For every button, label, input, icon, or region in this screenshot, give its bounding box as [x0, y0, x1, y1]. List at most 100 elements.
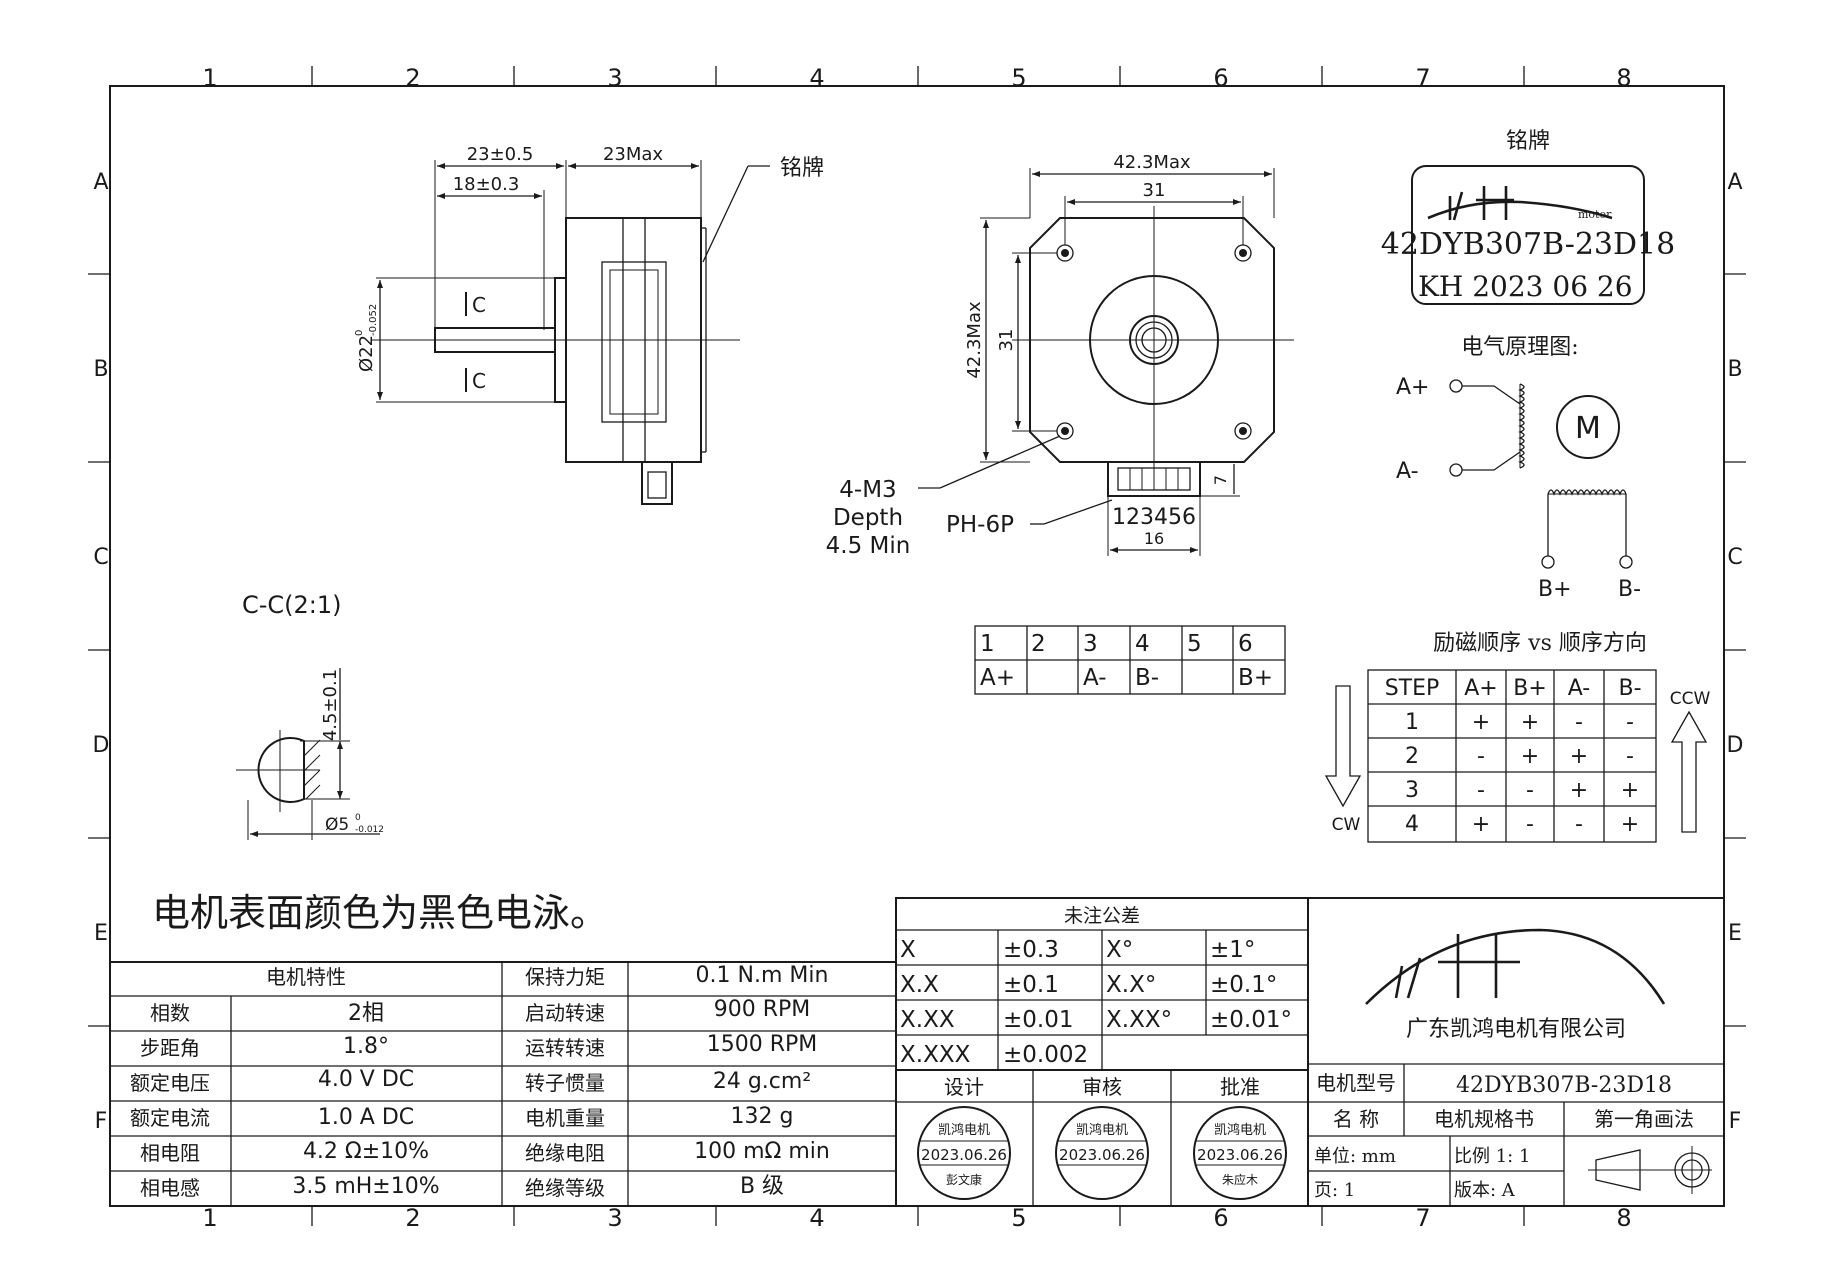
sequence-cell: +: [1570, 744, 1588, 769]
tolerance-table: 未注公差 X ±0.3 X° ±1° X.X ±0.1 X.X° ±0.1° X…: [895, 897, 1309, 1071]
dim-total-length: 23±0.5: [467, 144, 534, 165]
front-view: 42.3Max 31 42.3Max 31 7 16 123456 4-M3 D…: [826, 152, 1294, 559]
electrical-schematic: 电气原理图: A+ A- M B+ B-: [1396, 335, 1641, 602]
sequence-cell: +: [1621, 812, 1639, 837]
sequence-header: B-: [1618, 676, 1641, 701]
tolerance-cell: X°: [1106, 937, 1133, 963]
name-value: 电机规格书: [1434, 1107, 1534, 1131]
sequence-cell: 4: [1405, 812, 1419, 837]
dim-shaft-tol-lower: -0.012: [355, 825, 384, 835]
step-sequence: 励磁顺序 vs 顺序方向 STEP A+ B+ A- B- 1 + + - - …: [1324, 631, 1710, 843]
col-label-bottom: 7: [1415, 1204, 1430, 1232]
pin-signal: A+: [980, 665, 1015, 691]
motor-symbol: M: [1575, 411, 1601, 446]
tolerance-cell: ±0.1°: [1210, 972, 1277, 998]
stamp-date: 2023.06.26: [921, 1146, 1007, 1164]
model-value: 42DYB307B-23D18: [1456, 1073, 1672, 1098]
spec-value: 1.0 A DC: [318, 1105, 414, 1130]
col-label-bottom: 5: [1011, 1204, 1026, 1232]
stamp-signer: 彭文康: [946, 1172, 982, 1187]
sequence-cell: +: [1621, 778, 1639, 803]
spec-label: 额定电流: [130, 1106, 210, 1130]
col-label-bottom: 1: [202, 1204, 217, 1232]
col-label-bottom: 4: [809, 1204, 824, 1232]
spec-label: 启动转速: [525, 1001, 605, 1025]
tolerance-cell: ±0.3: [1003, 937, 1059, 963]
sequence-cell: +: [1472, 812, 1490, 837]
connector-callout: PH-6P: [946, 512, 1014, 538]
nameplate-callout: 铭牌: [780, 156, 824, 181]
pin-number: 3: [1083, 631, 1098, 657]
kh-logo: [1365, 928, 1666, 1005]
stamp-company: 凯鸿电机: [1214, 1122, 1266, 1138]
dim-connector-width: 16: [1144, 529, 1164, 548]
spec-label: 转子惯量: [525, 1071, 605, 1095]
spec-table-title: 电机特性: [266, 965, 346, 989]
first-angle-projection-icon: [1588, 1146, 1712, 1194]
row-label-left: C: [93, 545, 108, 570]
section-mark-bottom: C: [472, 369, 486, 393]
mount-hole: [1234, 244, 1252, 262]
col-label-top: 4: [809, 64, 824, 92]
spec-row: 相数 2相 启动转速 900 RPM: [150, 997, 810, 1026]
pin-number: 4: [1135, 631, 1150, 657]
row-label-right: C: [1727, 545, 1742, 570]
row-label-left: E: [94, 921, 108, 946]
row-label-left: A: [93, 170, 108, 195]
section-view: C-C(2:1) 4.5±0.1 Ø5 0 -0.012: [236, 591, 384, 840]
stamp-company: 凯鸿电机: [938, 1122, 990, 1138]
pin-table: 1 2 3 4 5 6 A+ A- B- B+: [974, 625, 1286, 695]
dim-boss-tol-lower: -0.052: [368, 304, 379, 336]
spec-value: 1500 RPM: [707, 1032, 818, 1057]
spec-value: 4.2 Ω±10%: [303, 1139, 429, 1164]
dim-boss-diameter: Ø22: [356, 335, 377, 372]
sequence-header: B+: [1513, 676, 1547, 701]
spec-value: 900 RPM: [714, 997, 811, 1022]
row-label-right: A: [1727, 170, 1742, 195]
row-label-left: D: [93, 733, 110, 758]
sequence-cell: +: [1472, 710, 1490, 735]
spec-value: 132 g: [731, 1104, 794, 1129]
spec-label: 运转转速: [525, 1036, 605, 1060]
col-label-top: 8: [1616, 64, 1631, 92]
pin-signal: A-: [1083, 665, 1107, 691]
projection-label: 第一角画法: [1594, 1107, 1694, 1131]
col-label-top: 2: [405, 64, 420, 92]
stamp-signer: 朱应木: [1222, 1172, 1258, 1187]
cw-arrow-icon: [1324, 685, 1362, 808]
col-label-top: 7: [1415, 64, 1430, 92]
pin-number: 1: [980, 631, 995, 657]
tolerance-cell: ±0.1: [1003, 972, 1059, 998]
dim-body-length: 23Max: [603, 144, 663, 165]
tolerance-title: 未注公差: [1064, 905, 1140, 927]
sequence-cell: +: [1521, 744, 1539, 769]
nameplate: 铭牌 motor 42DYB307B-23D18 KH 2023 06 26: [1381, 129, 1675, 305]
row-label-right: B: [1727, 357, 1742, 382]
col-label-top: 6: [1213, 64, 1228, 92]
dim-shaft-diameter: Ø5: [325, 815, 349, 835]
company-name: 广东凯鸿电机有限公司: [1406, 1017, 1626, 1042]
tolerance-cell: X.XX°: [1106, 1007, 1172, 1033]
screw-callout-line2: Depth: [833, 505, 903, 531]
col-label-bottom: 2: [405, 1204, 420, 1232]
dim-hole-spacing-x: 31: [1143, 180, 1166, 201]
dim-hole-spacing-y: 31: [996, 329, 1017, 352]
dim-flat: 4.5±0.1: [320, 669, 341, 741]
row-label-right: D: [1727, 733, 1744, 758]
terminal-a-plus: A+: [1396, 375, 1429, 400]
tolerance-cell: X.XX: [900, 1007, 955, 1033]
tolerance-cell: ±1°: [1210, 937, 1255, 963]
section-mark-top: C: [472, 293, 486, 317]
spec-value: 2相: [348, 1001, 384, 1026]
screw-callout-line3: 4.5 Min: [826, 533, 911, 559]
approval-block: 设计 审核 批准 凯鸿电机 2023.06.26 彭文康 凯鸿电机 2023.0…: [895, 1069, 1309, 1207]
spec-label: 绝缘电阻: [525, 1141, 605, 1165]
side-view: 23±0.5 23Max 18±0.3 Ø22 0 -0.052 C C 铭牌: [354, 144, 824, 505]
approval-header-design: 设计: [944, 1075, 984, 1099]
row-label-left: F: [95, 1109, 108, 1134]
sequence-cell: -: [1477, 744, 1485, 769]
spec-row: 额定电流 1.0 A DC 电机重量 132 g: [130, 1104, 793, 1130]
spec-label: 相电感: [140, 1176, 200, 1200]
sequence-cell: 2: [1405, 744, 1419, 769]
stamp-company: 凯鸿电机: [1076, 1122, 1128, 1138]
